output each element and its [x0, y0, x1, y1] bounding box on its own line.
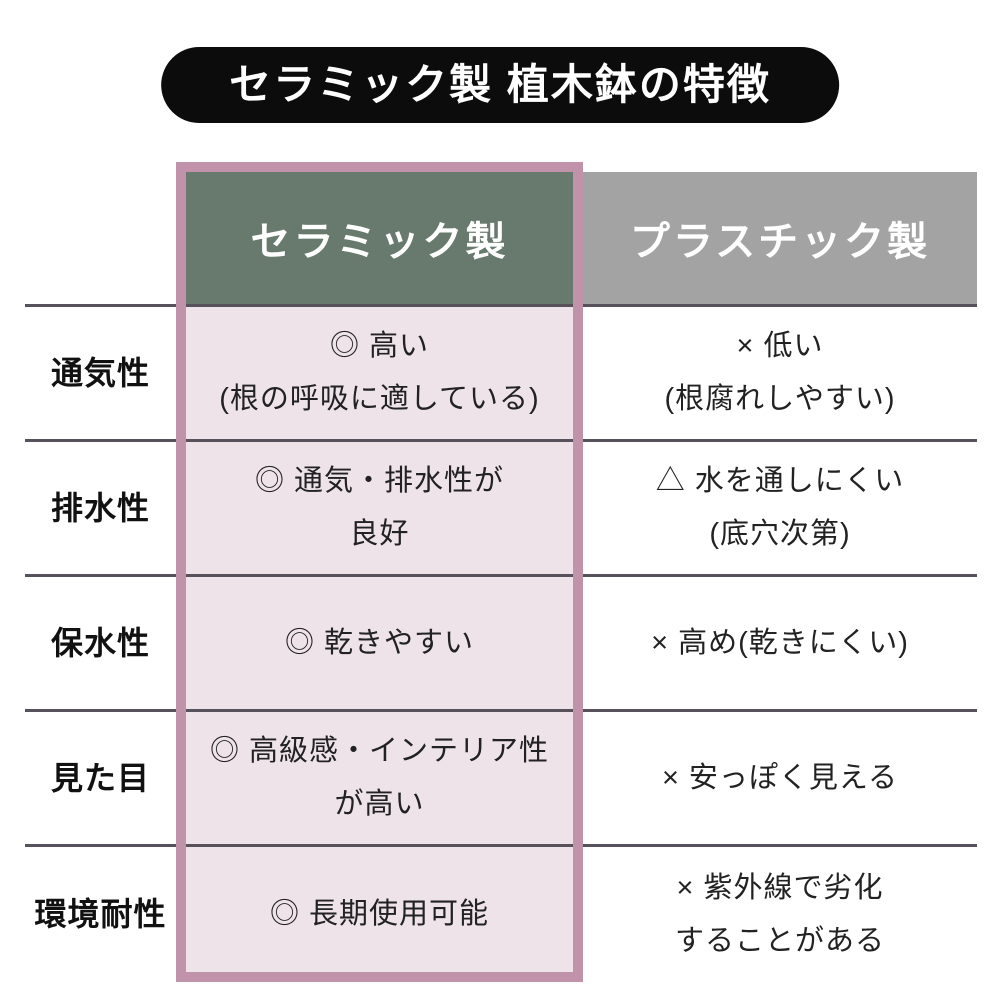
plastic-value-cell: × 低い (根腐れしやすい) — [583, 307, 977, 442]
plastic-value-cell: × 安っぽく見える — [583, 712, 977, 847]
corner-cell — [25, 172, 176, 307]
ceramic-value-cell: ◎ 長期使用可能 — [176, 847, 583, 982]
ceramic-value-cell: ◎ 高い (根の呼吸に適している) — [176, 307, 583, 442]
ceramic-value-line: ◎ 高級感・インテリア性 — [209, 735, 550, 767]
plastic-value-line: (根腐れしやすい) — [664, 383, 896, 415]
page-title-text: セラミック製 植木鉢の特徴 — [229, 61, 771, 108]
ceramic-value-line: 良好 — [349, 518, 410, 550]
row-label-cell: 排水性 — [25, 442, 176, 577]
ceramic-value-line: ◎ 通気・排水性が — [254, 465, 505, 497]
row-label-text: 見た目 — [50, 759, 150, 796]
column-header-ceramic-text: セラミック製 — [250, 220, 509, 264]
ceramic-value-line: (根の呼吸に適している) — [219, 383, 540, 415]
ceramic-value-line: が高い — [334, 788, 425, 820]
plastic-value-cell: × 紫外線で劣化することがある — [583, 847, 977, 982]
plastic-value-line: × 紫外線で劣化 — [676, 871, 884, 904]
plastic-value-cell: × 高め(乾きにくい) — [583, 577, 977, 712]
row-label-cell: 通気性 — [25, 307, 176, 442]
ceramic-value-line: ◎ 高い — [329, 330, 430, 362]
plastic-value-cell: △ 水を通しにくい (底穴次第) — [583, 442, 977, 577]
plastic-value-line: × 安っぽく見える — [661, 761, 899, 794]
column-header-plastic-text: プラスチック製 — [629, 220, 931, 264]
ceramic-value-cell: ◎ 乾きやすい — [176, 577, 583, 712]
row-label-text: 排水性 — [50, 489, 150, 526]
row-label-cell: 見た目 — [25, 712, 176, 847]
plastic-value-line: × 低い — [736, 330, 824, 362]
ceramic-value-cell: ◎ 高級感・インテリア性が高い — [176, 712, 583, 847]
comparison-table: セラミック製 プラスチック製 通気性 ◎ 高い (根の呼吸に適している) × 低い (根… — [25, 162, 977, 982]
row-label-text: 通気性 — [50, 354, 150, 391]
plastic-value-line: × 高め(乾きにくい) — [651, 626, 909, 659]
plastic-value-line: △ 水を通しにくい — [655, 465, 905, 497]
plastic-value-line: (底穴次第) — [709, 518, 851, 550]
ceramic-value-line: ◎ 乾きやすい — [284, 626, 475, 659]
column-header-ceramic: セラミック製 — [176, 172, 583, 307]
ceramic-value-line: ◎ 長期使用可能 — [269, 898, 490, 930]
plastic-value-line: することがある — [674, 924, 885, 957]
row-label-text: 環境耐性 — [34, 896, 167, 932]
row-label-text: 保水性 — [50, 624, 150, 661]
column-header-plastic: プラスチック製 — [583, 172, 977, 307]
row-label-cell: 保水性 — [25, 577, 176, 712]
ceramic-value-cell: ◎ 通気・排水性が良好 — [176, 442, 583, 577]
page-title: セラミック製 植木鉢の特徴 — [161, 47, 839, 123]
row-label-cell: 環境耐性 — [25, 847, 176, 982]
comparison-grid: セラミック製 プラスチック製 通気性 ◎ 高い (根の呼吸に適している) × 低い (根… — [25, 172, 977, 982]
